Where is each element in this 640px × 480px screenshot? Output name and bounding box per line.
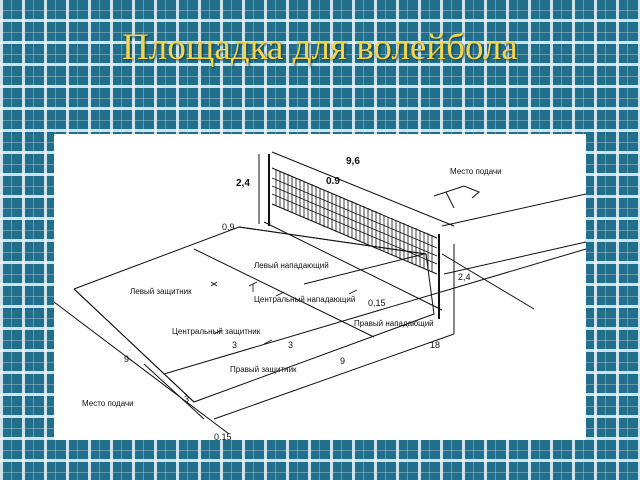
court-width-label: 9 <box>340 356 345 366</box>
left-back-label: Левый защитник <box>130 287 192 296</box>
court-sideline-far <box>238 226 427 255</box>
center-front-label: Центральный нападающий <box>254 295 355 304</box>
serve-zone-width-label: 3 <box>184 394 189 404</box>
serve-place-top-label: Место подачи <box>450 167 502 176</box>
dim-length-line <box>54 301 230 435</box>
court-diagram-panel: 9,6 0.9 2,4 2,4 0,9 18 9 9 3 3 3 0,15 0,… <box>54 134 586 440</box>
post-height-left-label: 2,4 <box>236 178 250 189</box>
right-side-line <box>443 241 586 275</box>
court-diagram: 9,6 0.9 2,4 2,4 0,9 18 9 9 3 3 3 0,15 0,… <box>54 151 586 440</box>
right-upper-line <box>441 193 586 227</box>
net-bottom <box>271 203 438 275</box>
serve-place-bracket <box>433 185 480 209</box>
net-mesh <box>271 169 438 272</box>
post-height-right-label: 2,4 <box>458 272 471 282</box>
right-front-label: Правый нападающий <box>354 319 434 328</box>
center-line <box>263 221 443 311</box>
half-length-label: 9 <box>124 354 129 364</box>
player-markers <box>210 281 358 345</box>
post-offset-label: 0,9 <box>222 222 235 232</box>
top-dim-line <box>271 151 455 227</box>
back-line <box>73 288 195 403</box>
net-width-label: 0.9 <box>326 176 340 187</box>
net-top <box>271 167 438 239</box>
line-width-2-label: 0,15 <box>214 432 232 440</box>
serve-place-bottom-label: Место подачи <box>82 399 134 408</box>
dim-serve-line <box>143 363 205 420</box>
net-length-label: 9,6 <box>346 156 360 167</box>
left-back-label-text: Левый защитник <box>130 287 192 296</box>
attack-zone-2-label: 3 <box>288 340 293 350</box>
slide-title: Площадка для волейбола <box>122 27 518 68</box>
court-boundary <box>73 226 435 403</box>
center-back-label: Центральный защитник <box>172 327 261 336</box>
right-back-label: Правый защитник <box>230 365 297 374</box>
line-width-1-label: 0,15 <box>368 298 386 308</box>
court-length-label: 18 <box>430 340 440 350</box>
right-far-line <box>441 253 535 310</box>
attack-line-left <box>193 248 375 338</box>
left-front-label: Левый нападающий <box>254 261 329 270</box>
dim-bottom-line <box>213 333 455 420</box>
dim-width-line <box>163 248 586 375</box>
attack-zone-1-label: 3 <box>232 340 237 350</box>
